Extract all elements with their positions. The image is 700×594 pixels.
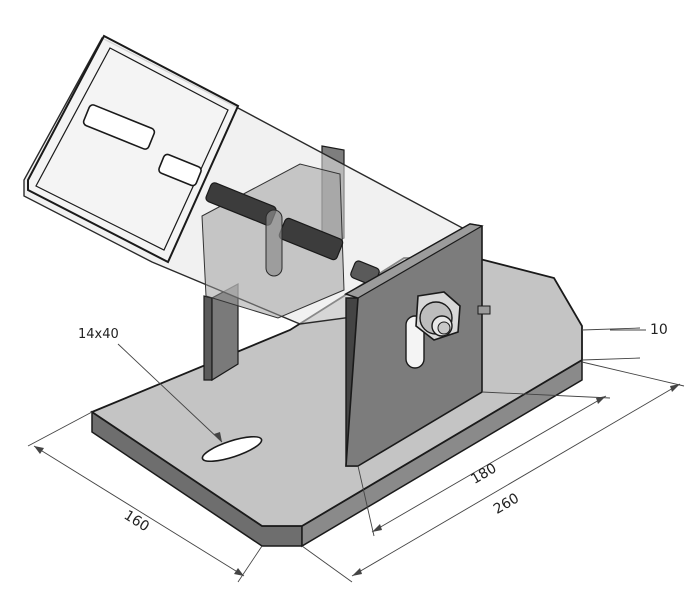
bolt-shank <box>477 305 491 315</box>
dim-260-ext-1 <box>301 545 353 583</box>
dim-180-ext-1 <box>357 465 375 537</box>
arrow-icon <box>596 396 606 404</box>
channel-end-face <box>27 34 240 264</box>
inner-block-slot <box>265 209 283 277</box>
end-face-slot-upper <box>82 104 156 150</box>
base-plate-slot <box>201 435 263 463</box>
arrow-icon <box>670 384 680 392</box>
thickness-label: 10 <box>650 322 668 338</box>
dim-160-ext-2 <box>237 545 263 583</box>
arrow-icon <box>214 432 222 442</box>
back-upright-side <box>203 295 213 381</box>
dim-10-line-1 <box>581 327 641 331</box>
arrow-icon <box>352 568 362 576</box>
dim-160-ext-1 <box>27 411 93 447</box>
arrow-icon <box>372 524 382 532</box>
dimension-lines <box>27 327 685 583</box>
bolt-nut-assembly <box>415 291 491 341</box>
front-upright-top-edge <box>344 223 484 299</box>
end-face-slot-lower <box>158 153 202 187</box>
dim-160-line <box>33 445 245 577</box>
dim-260-ext-2 <box>581 361 685 387</box>
channel-profile <box>23 34 473 325</box>
dim-260-label: 260 <box>491 490 522 517</box>
bolt-thread-icon <box>437 321 451 335</box>
arrow-icon <box>34 446 44 454</box>
dim-10-line-2 <box>581 357 641 361</box>
arrow-icon <box>234 568 244 576</box>
dim-180-label: 180 <box>468 460 499 487</box>
channel-end-face-inner <box>35 47 229 251</box>
dim-260-line <box>351 383 681 577</box>
dimension-arrows <box>34 384 680 576</box>
dim-180-ext-2 <box>481 391 611 399</box>
dim-160-label: 160 <box>121 507 152 535</box>
dim-180-line <box>371 395 607 533</box>
slot-callout-leader <box>117 343 223 443</box>
slot-callout-label: 14x40 <box>78 327 119 342</box>
front-upright-plate <box>344 223 484 467</box>
